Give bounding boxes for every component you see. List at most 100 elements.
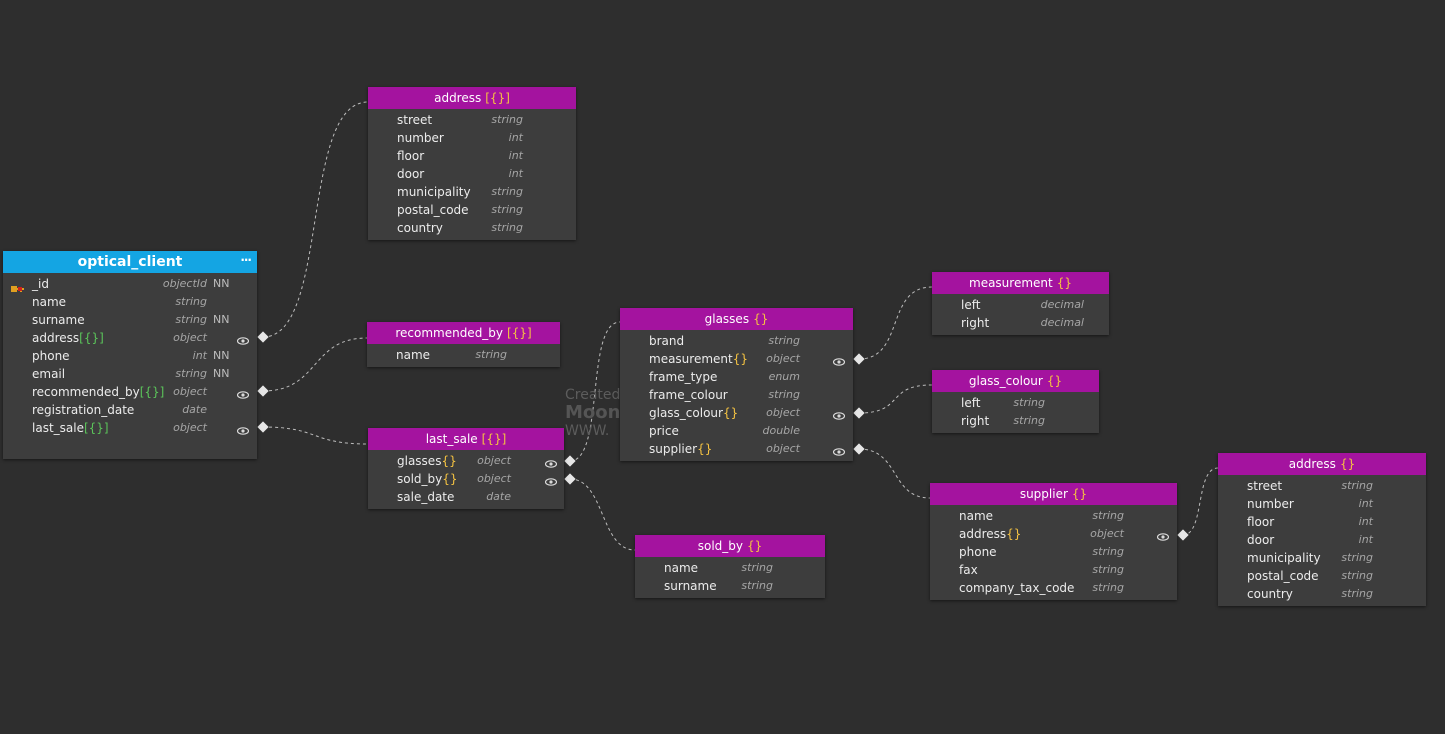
field-name-text: company_tax_code xyxy=(959,581,1075,595)
entity-header[interactable]: address[{}] xyxy=(368,87,576,109)
field-row[interactable]: sold_by{}object xyxy=(368,470,564,488)
field-name: name xyxy=(32,293,66,311)
connector-diamond[interactable] xyxy=(257,331,269,343)
entity-header[interactable]: address{} xyxy=(1218,453,1426,475)
field-name-text: frame_type xyxy=(649,370,718,384)
connector-diamond[interactable] xyxy=(564,455,576,467)
connector-diamond[interactable] xyxy=(853,443,865,455)
field-row[interactable]: last_sale[{}]object xyxy=(3,419,257,437)
visibility-eye-icon[interactable] xyxy=(544,456,558,468)
visibility-eye-icon[interactable] xyxy=(832,408,846,420)
visibility-eye-icon[interactable] xyxy=(236,387,250,399)
field-row[interactable]: address{}object xyxy=(930,525,1177,543)
connector-diamond[interactable] xyxy=(257,421,269,433)
visibility-eye-icon[interactable] xyxy=(236,423,250,435)
connector-diamond[interactable] xyxy=(1177,529,1189,541)
visibility-eye-icon[interactable] xyxy=(236,333,250,345)
field-name: email xyxy=(32,365,65,383)
field-name-text: price xyxy=(649,424,679,438)
entity-header[interactable]: supplier{} xyxy=(930,483,1177,505)
field-row[interactable]: municipality string xyxy=(1218,549,1426,567)
field-row[interactable]: recommended_by[{}]object xyxy=(3,383,257,401)
entity-header[interactable]: measurement{} xyxy=(932,272,1109,294)
entity-header[interactable]: recommended_by[{}] xyxy=(367,322,560,344)
visibility-eye-icon[interactable] xyxy=(1156,529,1170,541)
field-name-text: municipality xyxy=(1247,551,1321,565)
entity-header[interactable]: last_sale[{}] xyxy=(368,428,564,450)
field-row[interactable]: measurement{}object xyxy=(620,350,853,368)
entity-header[interactable]: sold_by{} xyxy=(635,535,825,557)
field-row[interactable]: glasses{}object xyxy=(368,452,564,470)
visibility-eye-icon[interactable] xyxy=(544,474,558,486)
connector-diamond[interactable] xyxy=(257,385,269,397)
connector-diamond[interactable] xyxy=(853,353,865,365)
field-row[interactable]: supplier{}object xyxy=(620,440,853,458)
field-type: string xyxy=(175,313,207,326)
entity-header[interactable]: glass_colour{} xyxy=(932,370,1099,392)
visibility-eye-icon[interactable] xyxy=(832,354,846,366)
field-name-text: brand xyxy=(649,334,685,348)
field-name-text: name xyxy=(664,561,699,575)
entity-menu-icon[interactable]: ··· xyxy=(240,253,252,267)
field-name-text: door xyxy=(397,167,425,181)
field-type: string xyxy=(1341,551,1373,564)
connector-diamond[interactable] xyxy=(564,473,576,485)
connector-diamond[interactable] xyxy=(853,407,865,419)
field-type: object xyxy=(477,454,511,467)
field-name-text: door xyxy=(1247,533,1275,547)
field-row[interactable]: glass_colour{}object xyxy=(620,404,853,422)
field-type: int xyxy=(1358,533,1373,546)
entity-header[interactable]: optical_client ··· xyxy=(3,251,257,273)
field-name-text: sale_date xyxy=(397,490,455,504)
field-row[interactable]: address[{}]object xyxy=(3,329,257,347)
entity-header[interactable]: glasses{} xyxy=(620,308,853,330)
field-row[interactable]: door int xyxy=(1218,531,1426,549)
visibility-eye-icon[interactable] xyxy=(832,444,846,456)
